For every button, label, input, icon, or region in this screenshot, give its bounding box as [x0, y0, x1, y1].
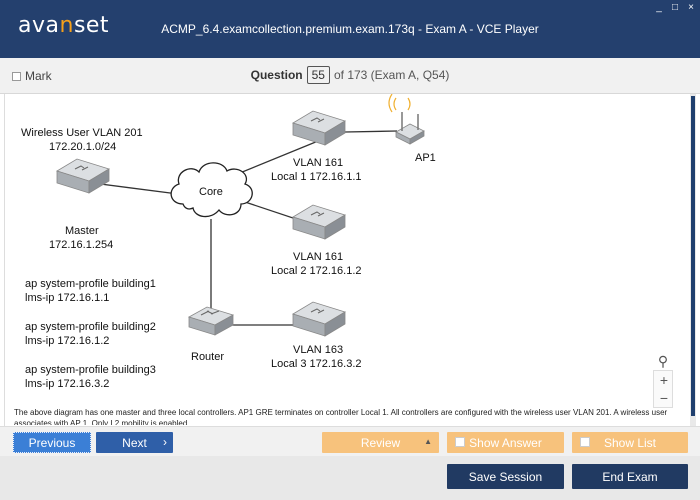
- question-label: Question: [250, 68, 303, 82]
- maximize-icon[interactable]: □: [671, 2, 679, 13]
- chevron-right-icon: ›: [163, 435, 167, 449]
- local2-switch-icon: [292, 204, 346, 240]
- show-list-label: Show List: [603, 435, 657, 450]
- show-answer-button[interactable]: Show Answer: [447, 432, 564, 453]
- question-text: The above diagram has one master and thr…: [14, 408, 668, 425]
- window-controls: _ □ ×: [654, 2, 696, 13]
- ap1-label: AP1: [415, 152, 436, 164]
- next-button[interactable]: Next ›: [96, 432, 173, 453]
- network-links: [84, 130, 398, 326]
- show-answer-checkbox-icon[interactable]: [455, 437, 465, 447]
- profile3-name-label: ap system-profile building3: [25, 364, 156, 376]
- wireless-vlan-label: Wireless User VLAN 201: [21, 127, 143, 139]
- mark-checkbox[interactable]: Mark: [12, 69, 52, 83]
- core-cloud-icon: [170, 162, 253, 218]
- review-button[interactable]: Review ▲: [322, 432, 439, 453]
- close-icon[interactable]: ×: [688, 2, 694, 13]
- core-label: Core: [199, 186, 223, 198]
- show-answer-label: Show Answer: [469, 435, 542, 450]
- local1-ip-label: Local 1 172.16.1.1: [271, 171, 362, 183]
- zoom-buttons: + −: [653, 370, 673, 408]
- triangle-up-icon: ▲: [424, 437, 432, 446]
- mark-label: Mark: [25, 69, 52, 83]
- local2-ip-label: Local 2 172.16.1.2: [271, 265, 362, 277]
- end-exam-button[interactable]: End Exam: [572, 464, 688, 489]
- checkbox-icon[interactable]: [12, 71, 21, 81]
- logo-text-part1: ava: [18, 13, 60, 38]
- zoom-in-icon[interactable]: +: [659, 372, 669, 388]
- question-count: of 173 (Exam A, Q54): [333, 68, 450, 82]
- ap1-access-point-icon: [388, 94, 425, 145]
- window-title: ACMP_6.4.examcollection.premium.exam.173…: [161, 22, 539, 36]
- router-label: Router: [191, 351, 224, 363]
- link-local1-ap: [344, 130, 398, 133]
- review-label: Review: [360, 435, 401, 450]
- title-bar: avanset ACMP_6.4.examcollection.premium.…: [0, 0, 700, 58]
- local1-switch-icon: [292, 110, 346, 146]
- zoom-search-icon[interactable]: ⚲: [657, 353, 669, 369]
- logo-text-part2: set: [73, 13, 110, 38]
- network-diagram: Core Master 172.16.1.254 Wireless User V…: [21, 94, 436, 390]
- content-scrollbar[interactable]: [690, 94, 696, 426]
- master-switch-icon: [56, 158, 110, 194]
- question-number-input[interactable]: 55: [306, 66, 330, 84]
- profile1-name-label: ap system-profile building1: [25, 278, 156, 290]
- show-list-checkbox-icon[interactable]: [580, 437, 590, 447]
- save-session-button[interactable]: Save Session: [447, 464, 564, 489]
- previous-button[interactable]: Previous: [13, 432, 91, 453]
- local3-switch-icon: [292, 301, 346, 337]
- next-label: Next: [122, 435, 147, 450]
- profile1-lms-label: lms-ip 172.16.1.1: [25, 292, 109, 304]
- profile3-lms-label: lms-ip 172.16.3.2: [25, 378, 109, 390]
- question-content: Core Master 172.16.1.254 Wireless User V…: [4, 94, 692, 426]
- profile2-name-label: ap system-profile building2: [25, 321, 156, 333]
- logo-text-accent: n: [59, 13, 74, 38]
- show-list-button[interactable]: Show List: [572, 432, 688, 453]
- scrollbar-thumb[interactable]: [691, 96, 695, 416]
- link-core-local1: [229, 138, 324, 178]
- wireless-subnet-label: 172.20.1.0/24: [49, 141, 116, 153]
- navigation-bar: Previous Next › Review ▲ Show Answer Sho…: [0, 426, 700, 456]
- session-bar: Save Session End Exam: [0, 456, 700, 500]
- zoom-controls: ⚲ + −: [653, 352, 673, 408]
- master-ip-label: 172.16.1.254: [49, 239, 113, 251]
- local2-vlan-label: VLAN 161: [293, 251, 343, 263]
- avanset-logo: avanset: [18, 13, 109, 38]
- router-icon: [187, 306, 235, 336]
- local3-vlan-label: VLAN 163: [293, 344, 343, 356]
- minimize-icon[interactable]: _: [656, 2, 662, 13]
- master-name-label: Master: [65, 225, 99, 237]
- local3-ip-label: Local 3 172.16.3.2: [271, 358, 362, 370]
- local1-vlan-label: VLAN 161: [293, 157, 343, 169]
- zoom-out-icon[interactable]: −: [659, 390, 669, 406]
- profile2-lms-label: lms-ip 172.16.1.2: [25, 335, 109, 347]
